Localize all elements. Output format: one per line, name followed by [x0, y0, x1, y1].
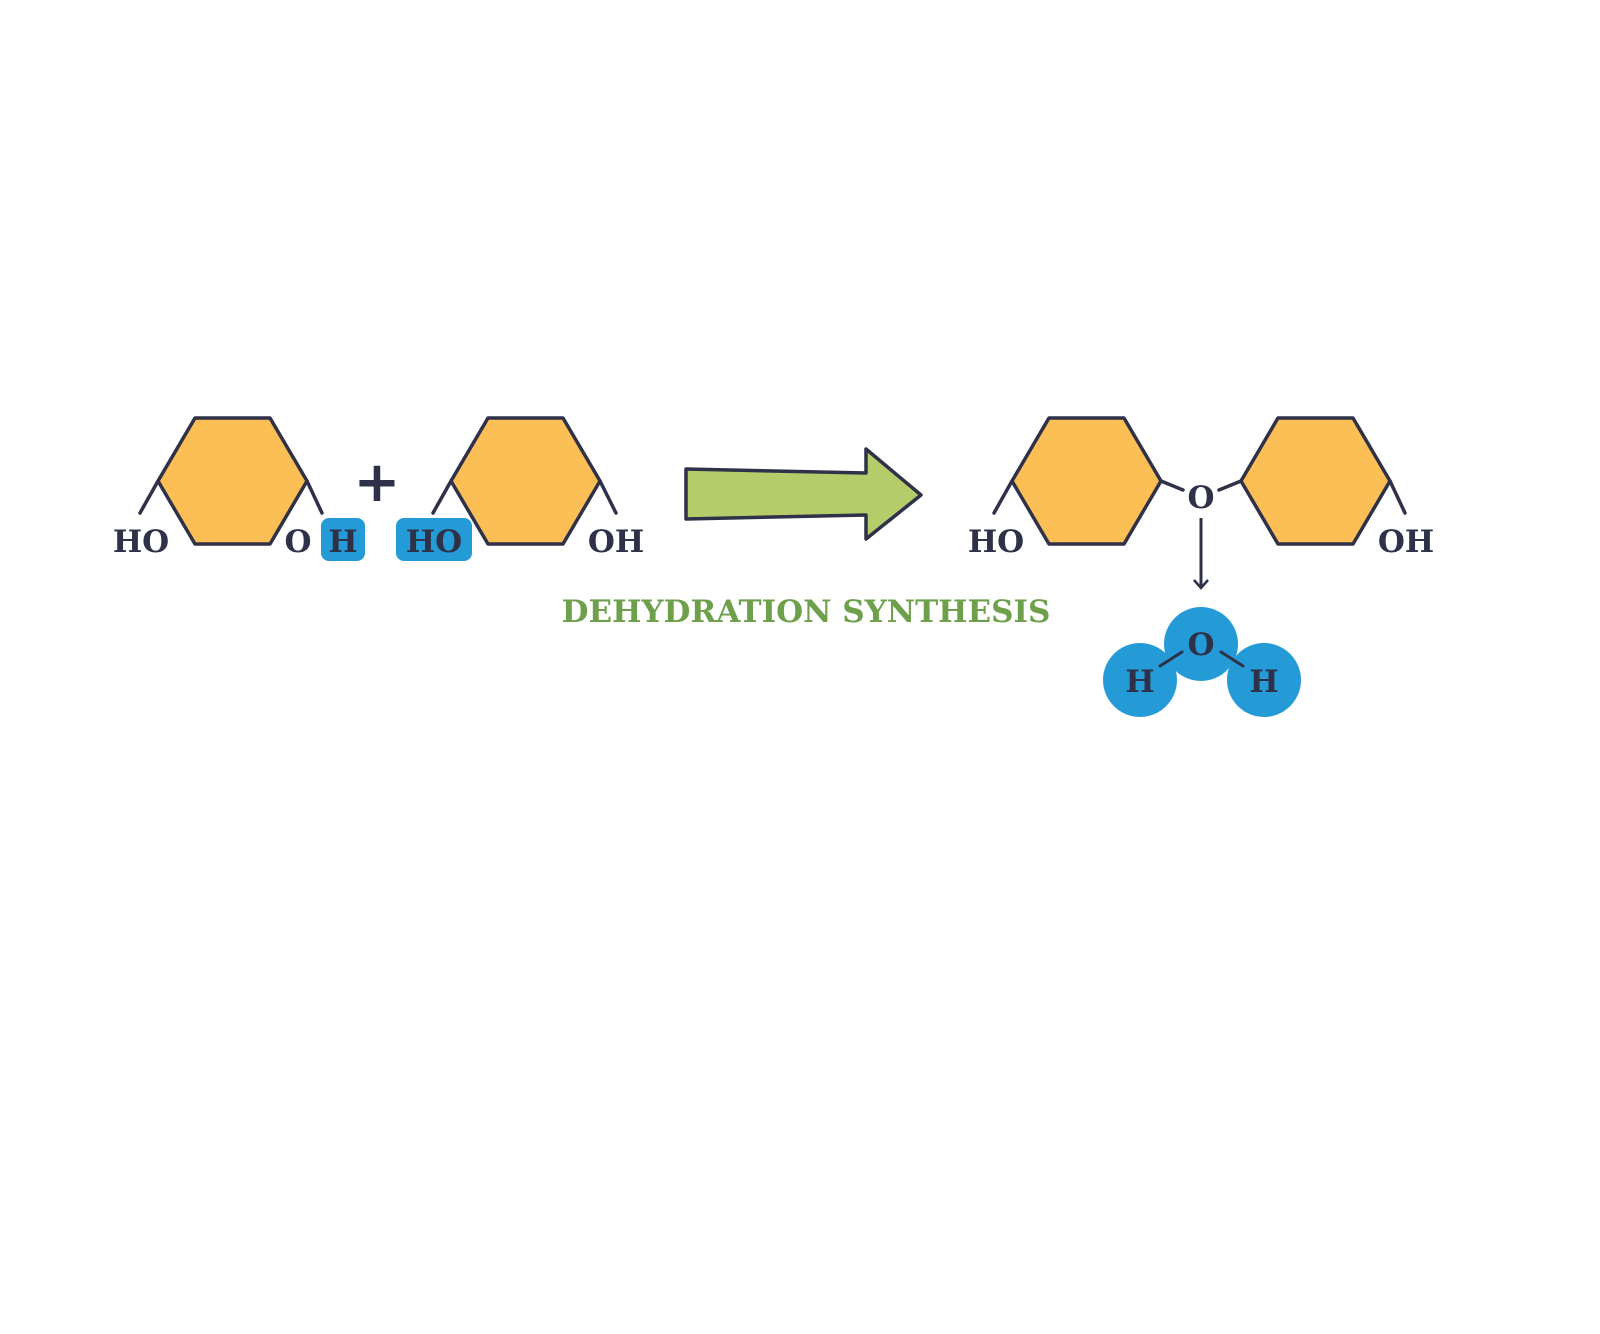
water-oxygen-label: O — [1187, 627, 1214, 663]
plus-sign: + — [354, 450, 401, 515]
water-hydrogen-right-atom — [1227, 643, 1301, 717]
hydrogen-highlight-box — [321, 518, 365, 561]
product-right-bond — [1388, 479, 1407, 515]
reaction-arrow — [684, 447, 923, 541]
ring-1-left-label: HO — [113, 524, 169, 560]
product-right-hexagon — [1239, 416, 1392, 546]
ring-2-left-bond — [431, 479, 453, 515]
ring-2-right-bond — [598, 479, 618, 515]
water-hydrogen-left-atom — [1103, 643, 1177, 717]
ring-1-right-oxygen: O — [284, 524, 311, 560]
ring-2-hexagon — [449, 416, 602, 546]
reactant-ring-2: HO OH — [396, 416, 644, 561]
water-bond-left — [1158, 650, 1184, 668]
water-hydrogen-left-label: H — [1125, 664, 1154, 700]
reaction-title: DEHYDRATION SYNTHESIS — [562, 594, 1051, 630]
water-hydrogen-right-label: H — [1249, 664, 1278, 700]
water-molecule: O H H — [1103, 607, 1301, 717]
product-left-label: HO — [968, 524, 1024, 560]
ring-1-right-hydrogen: H — [328, 524, 357, 560]
product-right-label: OH — [1378, 524, 1434, 560]
ring-2-left-label: HO — [406, 524, 462, 560]
product-bridge-oxygen: O — [1187, 480, 1214, 516]
ring-1-right-bond — [305, 479, 324, 515]
water-oxygen-atom — [1164, 607, 1238, 681]
product-disaccharide: O HO OH — [968, 416, 1434, 560]
glycosidic-bond-right — [1217, 479, 1243, 492]
water-bond-right — [1219, 650, 1245, 668]
hydroxyl-highlight-box — [396, 518, 472, 561]
product-left-bond — [992, 479, 1014, 515]
reactant-ring-1: HO O H — [113, 416, 365, 561]
ring-1-left-bond — [138, 479, 160, 515]
product-left-hexagon — [1010, 416, 1163, 546]
ring-2-right-label: OH — [588, 524, 644, 560]
glycosidic-bond-left — [1159, 479, 1185, 492]
